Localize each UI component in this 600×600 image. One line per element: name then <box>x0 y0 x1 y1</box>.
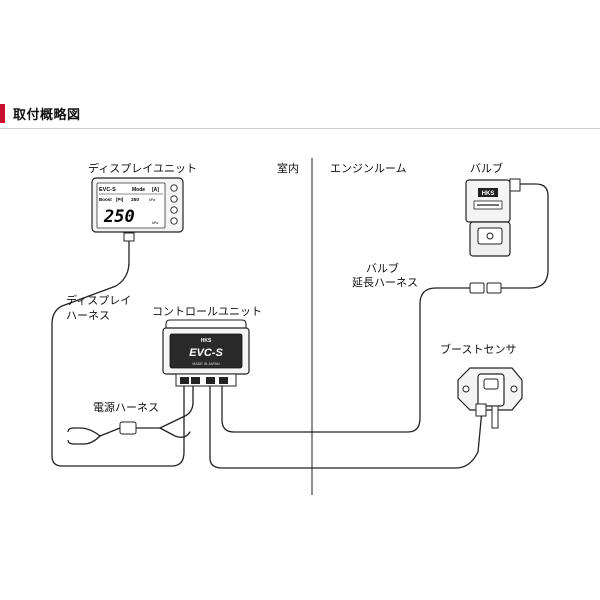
connector-port-4 <box>219 377 228 384</box>
screen-mode-label: Mode <box>132 187 145 193</box>
sensor-cap <box>483 378 499 390</box>
valve-port <box>509 178 521 192</box>
extension-connector-left <box>469 282 485 294</box>
label-engine-room: エンジンルーム <box>330 162 407 175</box>
valve-nipple <box>486 232 494 240</box>
label-valve-ext-harness-2: 延長ハーネス <box>352 276 418 289</box>
power-harness-fork-lower <box>73 435 101 445</box>
sensor-connector-lower <box>475 403 487 417</box>
sensor-mount-hole-right <box>510 385 518 393</box>
boost-sensor-wire <box>209 385 483 469</box>
label-valve: バルブ <box>470 162 503 175</box>
page-title: 取付概略図 <box>13 108 81 123</box>
extension-connector-right <box>486 282 502 294</box>
valve-harness-wire <box>501 183 549 289</box>
control-unit-logo: HKS <box>201 338 212 344</box>
screen-main-value: 250 <box>103 207 135 227</box>
valve-logo-plate <box>478 188 498 197</box>
display-unit: EVC-S Mode [A] Boost [PI] 250 kPa 250 kP… <box>91 177 184 242</box>
label-boost-sensor: ブーストセンサ <box>440 343 517 356</box>
label-display-unit: ディスプレイユニット <box>88 162 198 175</box>
valve-extension-wire <box>221 287 471 433</box>
control-unit-model: EVC-S <box>189 347 223 359</box>
header-accent-bar <box>0 104 5 123</box>
display-button-3 <box>170 206 178 214</box>
label-control-unit: コントロールユニット <box>152 305 262 318</box>
sensor-mount-hole-left <box>462 385 470 393</box>
screen-brand: EVC-S <box>99 187 116 193</box>
connector-port-3 <box>206 377 215 384</box>
label-valve-ext-harness-1: バルブ <box>366 262 399 275</box>
screen-boost-label: Boost <box>99 197 112 202</box>
display-button-1 <box>170 184 178 192</box>
display-connector <box>123 232 135 242</box>
screen-main-unit: kPa <box>152 221 158 225</box>
screen-set-unit: kPa <box>149 198 155 202</box>
section-header: 取付概略図 <box>0 101 600 129</box>
sensor-pressure-nipple <box>491 405 499 429</box>
power-fuse <box>119 421 137 435</box>
power-terminal-upper <box>67 427 75 433</box>
control-unit-label-plate <box>169 333 243 369</box>
connector-port-2 <box>191 377 200 384</box>
valve: HKS <box>465 178 521 257</box>
label-display-harness-1: ディスプレイ <box>66 294 132 307</box>
display-harness-wire <box>51 241 185 467</box>
power-harness-branch <box>159 427 191 438</box>
screen-boost-unit: [PI] <box>116 197 124 202</box>
screen-set-value: 250 <box>131 197 139 203</box>
header-divider <box>0 128 600 129</box>
label-power-harness: 電源ハーネス <box>93 401 159 414</box>
display-button-4 <box>170 217 178 225</box>
connector-port-1 <box>180 377 189 384</box>
boost-sensor <box>457 367 523 429</box>
screen-mode-value: [A] <box>152 187 159 193</box>
control-unit: HKS EVC-S MADE IN JAPAN <box>162 319 250 387</box>
label-interior: 室内 <box>277 162 299 175</box>
power-harness-wire <box>99 385 194 437</box>
power-terminal-lower <box>67 439 75 445</box>
display-button-2 <box>170 195 178 203</box>
control-unit-made-in: MADE IN JAPAN <box>192 362 220 366</box>
label-display-harness-2: ハーネス <box>66 309 110 322</box>
valve-logo: HKS <box>482 191 495 197</box>
power-harness-fork-upper <box>73 427 101 437</box>
